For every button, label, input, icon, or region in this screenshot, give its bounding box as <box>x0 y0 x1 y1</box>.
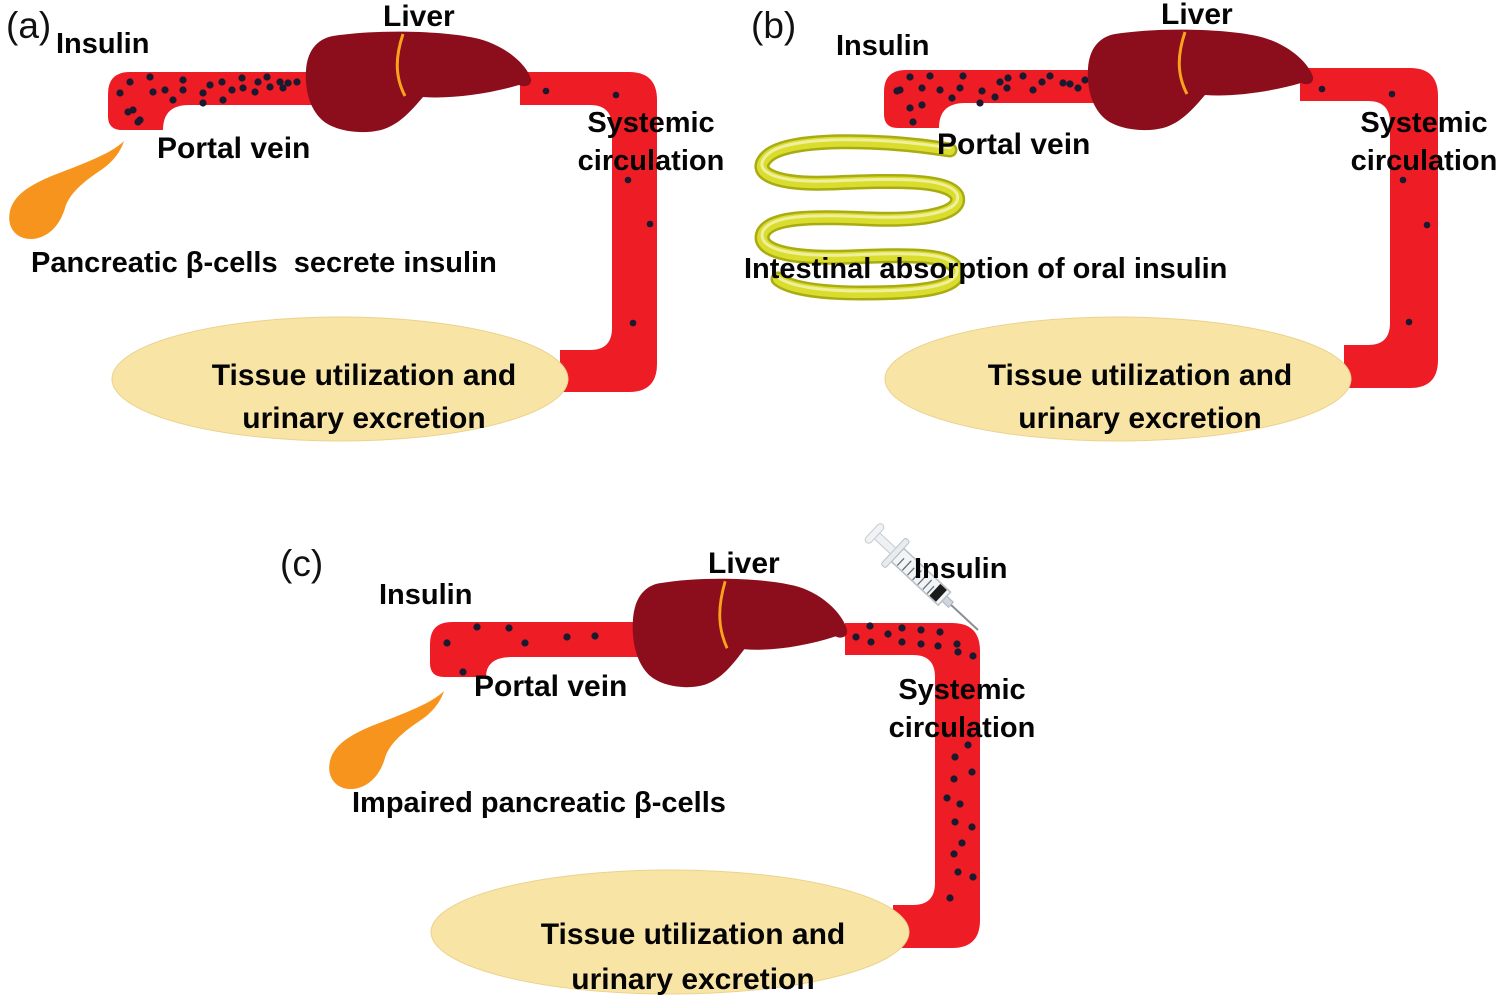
systemic-line1-c: Systemic <box>898 674 1026 706</box>
systemic-line1-b: Systemic <box>1360 107 1488 139</box>
insulin-label-a: Insulin <box>56 28 150 60</box>
insulin-label-b: Insulin <box>836 30 930 62</box>
insulin-label-c: Insulin <box>379 579 473 611</box>
portal-dots-b <box>893 72 1089 126</box>
portal-dots-a <box>116 73 301 126</box>
systemic-tube-b <box>1300 68 1438 388</box>
systemic-line1-a: Systemic <box>587 107 715 139</box>
portal-vein-tube-b <box>884 70 1100 128</box>
tissue-ellipse-c <box>430 869 910 995</box>
liver-label-c: Liver <box>708 547 780 580</box>
panel-c-letter: (c) <box>280 543 324 584</box>
liver-c <box>632 578 848 688</box>
tissue-line1-b: Tissue utilization and <box>987 359 1293 392</box>
systemic-line2-b: circulation <box>1350 145 1498 177</box>
tissue-ellipse-a <box>111 316 569 442</box>
syringe-plunger-rod <box>873 532 897 555</box>
systemic-circulation-label-c: Systemic circulation <box>889 671 1036 747</box>
pancreas-c <box>329 691 444 790</box>
portal-vein-label-b: Portal vein <box>937 128 1091 161</box>
systemic-line2-c: circulation <box>888 712 1036 744</box>
tissue-line2-b: urinary excretion <box>1018 402 1262 435</box>
liver-b <box>1087 29 1314 131</box>
systemic-dots-c <box>852 622 977 902</box>
caption-b: Intestinal absorption of oral insulin <box>744 253 1228 285</box>
intestine-icon <box>754 134 966 301</box>
liver-label-b: Liver <box>1161 0 1233 31</box>
syringe-graduations <box>896 557 935 595</box>
systemic-dots-b <box>1318 85 1431 326</box>
systemic-line2-a: circulation <box>577 145 725 177</box>
tissue-line2-c: urinary excretion <box>571 963 815 995</box>
systemic-tube-a <box>520 72 657 392</box>
portal-dots-c <box>443 623 599 676</box>
intestine-highlight <box>760 138 960 293</box>
tissue-line1-a: Tissue utilization and <box>211 359 517 392</box>
liver-label-a: Liver <box>383 0 455 33</box>
systemic-dots-a <box>542 87 654 327</box>
insulin-syringe-icon <box>864 523 979 631</box>
syringe-needle <box>949 603 979 631</box>
tissue-line2-a: urinary excretion <box>242 402 486 435</box>
tissue-ellipse-label-a: Tissue utilization and urinary excretion <box>212 354 516 440</box>
tissue-ellipse-label-c: Tissue utilization and urinary excretion <box>541 912 845 995</box>
tissue-ellipse-label-b: Tissue utilization and urinary excretion <box>988 354 1292 440</box>
caption-a: Pancreatic β-cells secrete insulin <box>31 247 497 279</box>
syringe-stopper <box>929 583 947 602</box>
systemic-circulation-label-b: Systemic circulation <box>1351 104 1498 180</box>
pancreas-a <box>9 141 124 240</box>
panel-a-letter: (a) <box>6 5 52 46</box>
tissue-ellipse-b <box>884 316 1352 442</box>
systemic-tube-c <box>845 623 980 948</box>
portal-vein-label-a: Portal vein <box>157 132 311 165</box>
panel-b-letter: (b) <box>751 5 797 46</box>
liver-a <box>305 31 532 133</box>
syringe-thumb-pad <box>864 523 885 544</box>
portal-vein-label-c: Portal vein <box>474 670 628 703</box>
insulin-injection-label-c: Insulin <box>914 553 1008 585</box>
tissue-line1-c: Tissue utilization and <box>540 918 846 951</box>
caption-c: Impaired pancreatic β-cells <box>352 787 726 819</box>
systemic-circulation-label-a: Systemic circulation <box>578 104 725 180</box>
